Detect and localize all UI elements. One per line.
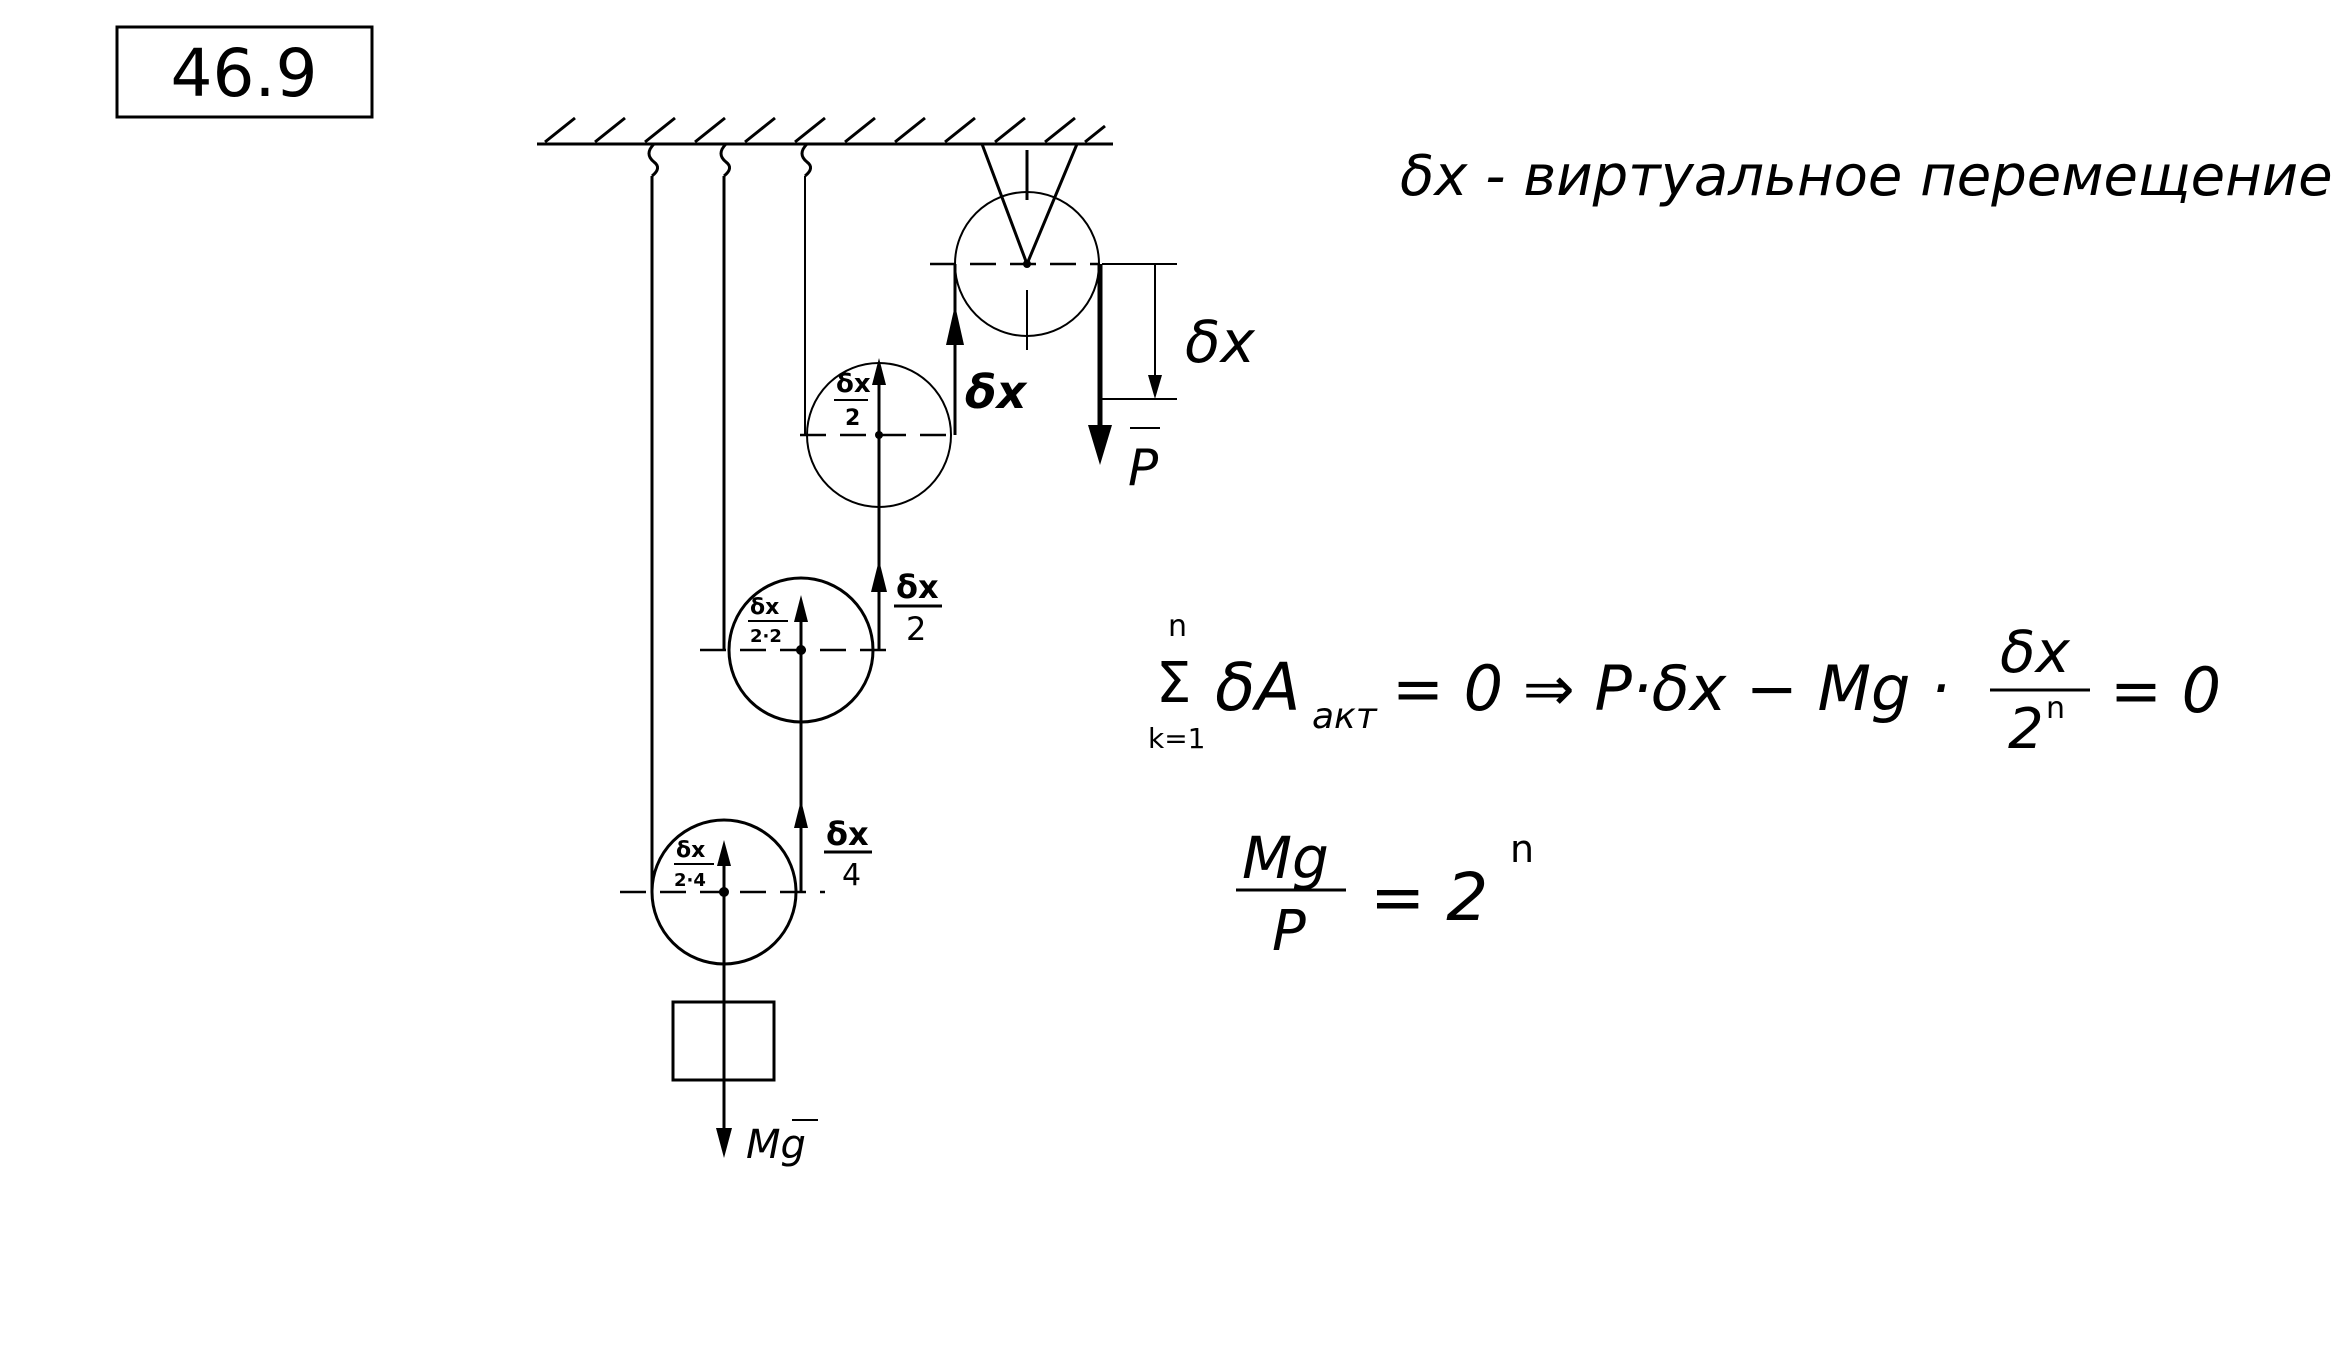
arrow-down-icon <box>716 1128 732 1158</box>
frac-den-exp: n <box>2046 691 2065 726</box>
equation-virtual-work: n Σ k=1 δA акт = 0 ⇒ P·δx − Mg · δx 2 n … <box>1148 609 2221 762</box>
arrow-up-icon <box>946 305 964 345</box>
result-exp: n <box>1510 827 1534 871</box>
arrow-up-icon <box>794 800 808 828</box>
hook-2 <box>719 142 731 178</box>
rope-mid-disp-den: 2 <box>906 610 926 648</box>
ceiling-hatching <box>544 116 1106 144</box>
frac-num: δx <box>2000 618 2070 686</box>
arrow-up-icon <box>871 560 887 592</box>
ceiling <box>537 116 1113 146</box>
dimension-dx-label: δx <box>1185 308 1255 376</box>
hook-3 <box>800 142 812 178</box>
arrow-up-icon <box>717 840 731 866</box>
rope-low-disp-num: δx <box>826 815 869 853</box>
pulley3-disp-num: δx <box>836 369 871 399</box>
hook-1 <box>647 142 659 178</box>
problem-number: 46.9 <box>171 35 318 112</box>
pulley1-disp-num: δx <box>676 838 705 863</box>
definition-text: δx - виртуальное перемещение <box>1400 144 2333 209</box>
result-rhs: = 2 <box>1370 859 1488 936</box>
sum-symbol: Σ <box>1156 651 1191 716</box>
arrow-up-icon <box>872 358 886 385</box>
pulley-bracket <box>980 143 1079 269</box>
term-sub: акт <box>1312 696 1378 737</box>
pulley2-disp-den: 2·2 <box>750 626 782 647</box>
rope-low-disp-den: 4 <box>842 858 861 893</box>
arrow-up-icon <box>794 595 808 622</box>
force-p-label: P <box>1128 439 1159 497</box>
force-p-arrow-icon <box>1088 425 1112 465</box>
pulley2-disp-num: δx <box>750 595 779 620</box>
problem-number-box <box>115 25 374 119</box>
result-den: P <box>1272 899 1306 964</box>
pulley3-disp-den: 2 <box>845 406 860 431</box>
sum-lower: k=1 <box>1148 722 1206 755</box>
rope-mid-disp-num: δx <box>896 568 939 606</box>
equation-middle: = 0 ⇒ P·δx − Mg · <box>1392 652 1950 725</box>
dimension-dx <box>1102 263 1177 400</box>
sum-upper: n <box>1168 609 1187 644</box>
equation-result: Mg P = 2 n <box>1236 824 1534 964</box>
pulley1-disp-den: 2·4 <box>674 870 706 891</box>
weight-label: Mg <box>746 1122 806 1168</box>
equation-tail: = 0 <box>2110 654 2221 727</box>
term: δA <box>1215 649 1301 726</box>
result-num: Mg <box>1242 824 1329 892</box>
frac-den: 2 <box>2008 697 2044 762</box>
rope-top-disp-label: δx <box>965 365 1028 419</box>
